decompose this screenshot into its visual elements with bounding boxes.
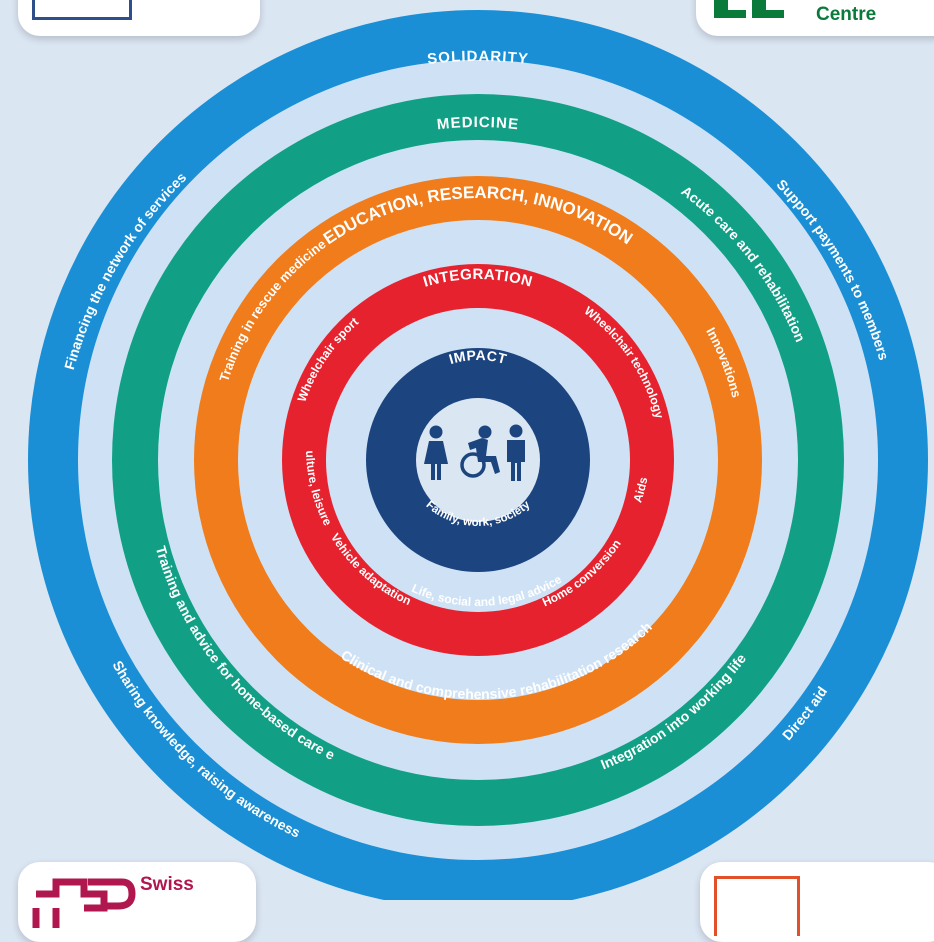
logo-frame bbox=[714, 876, 800, 936]
integration-item-aids: Aids bbox=[630, 476, 650, 505]
svg-text:IMPACT: IMPACT bbox=[447, 347, 509, 367]
wheelchair-user-icon bbox=[460, 425, 500, 478]
logo-card-bottom-left: Swiss bbox=[18, 862, 256, 942]
logo-text-centre: Centre bbox=[816, 4, 877, 25]
logo-card-top-left bbox=[18, 0, 260, 36]
logo-text-swiss: Swiss bbox=[140, 874, 194, 895]
logo-card-bottom-right bbox=[700, 862, 934, 942]
svg-text:SOLIDARITY: SOLIDARITY bbox=[426, 48, 529, 68]
medicine-title: MEDICINE bbox=[436, 114, 519, 133]
woman-icon bbox=[424, 425, 448, 480]
logo-frame bbox=[32, 0, 132, 20]
svg-text:Aids: Aids bbox=[630, 476, 650, 505]
logo-card-top-right: Centre bbox=[696, 0, 934, 36]
impact-title: IMPACT bbox=[447, 347, 508, 367]
solidarity-title: SOLIDARITY bbox=[426, 48, 528, 68]
svg-text:MEDICINE: MEDICINE bbox=[436, 114, 520, 133]
impact-diagram: SOLIDARITY Financing the network of serv… bbox=[0, 0, 928, 900]
man-icon bbox=[507, 424, 525, 481]
logo-icon bbox=[32, 878, 136, 928]
logo-icon bbox=[708, 0, 792, 24]
